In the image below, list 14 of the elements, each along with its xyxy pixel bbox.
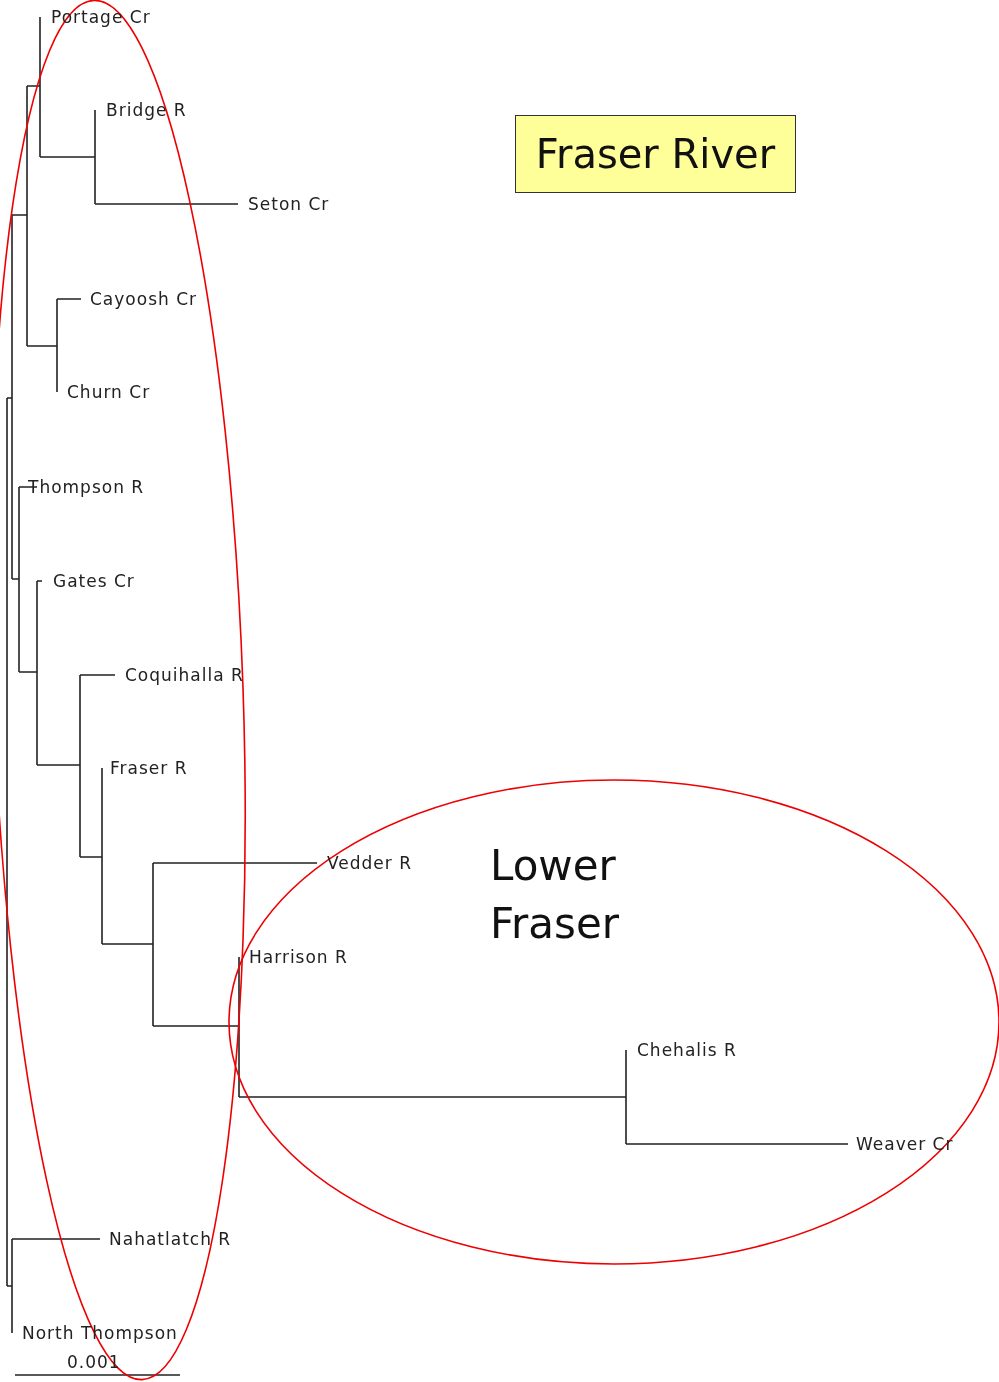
title-box: Fraser River xyxy=(515,115,796,193)
taxon-label: Seton Cr xyxy=(248,194,330,214)
taxon-label: Gates Cr xyxy=(53,571,135,591)
taxon-label: Cayoosh Cr xyxy=(90,289,198,309)
taxon-label: Bridge R xyxy=(106,100,187,120)
taxon-label: Nahatlatch R xyxy=(109,1229,232,1249)
taxon-label: Chehalis R xyxy=(637,1040,737,1060)
taxon-label: Coquihalla R xyxy=(125,665,244,685)
taxon-label: Fraser R xyxy=(110,758,188,778)
group-label: Lower Fraser xyxy=(490,840,621,950)
taxon-label: Churn Cr xyxy=(67,382,151,402)
taxon-label: Thompson R xyxy=(28,477,145,497)
taxon-label: Harrison R xyxy=(249,947,348,967)
taxon-label: Vedder R xyxy=(327,853,412,873)
